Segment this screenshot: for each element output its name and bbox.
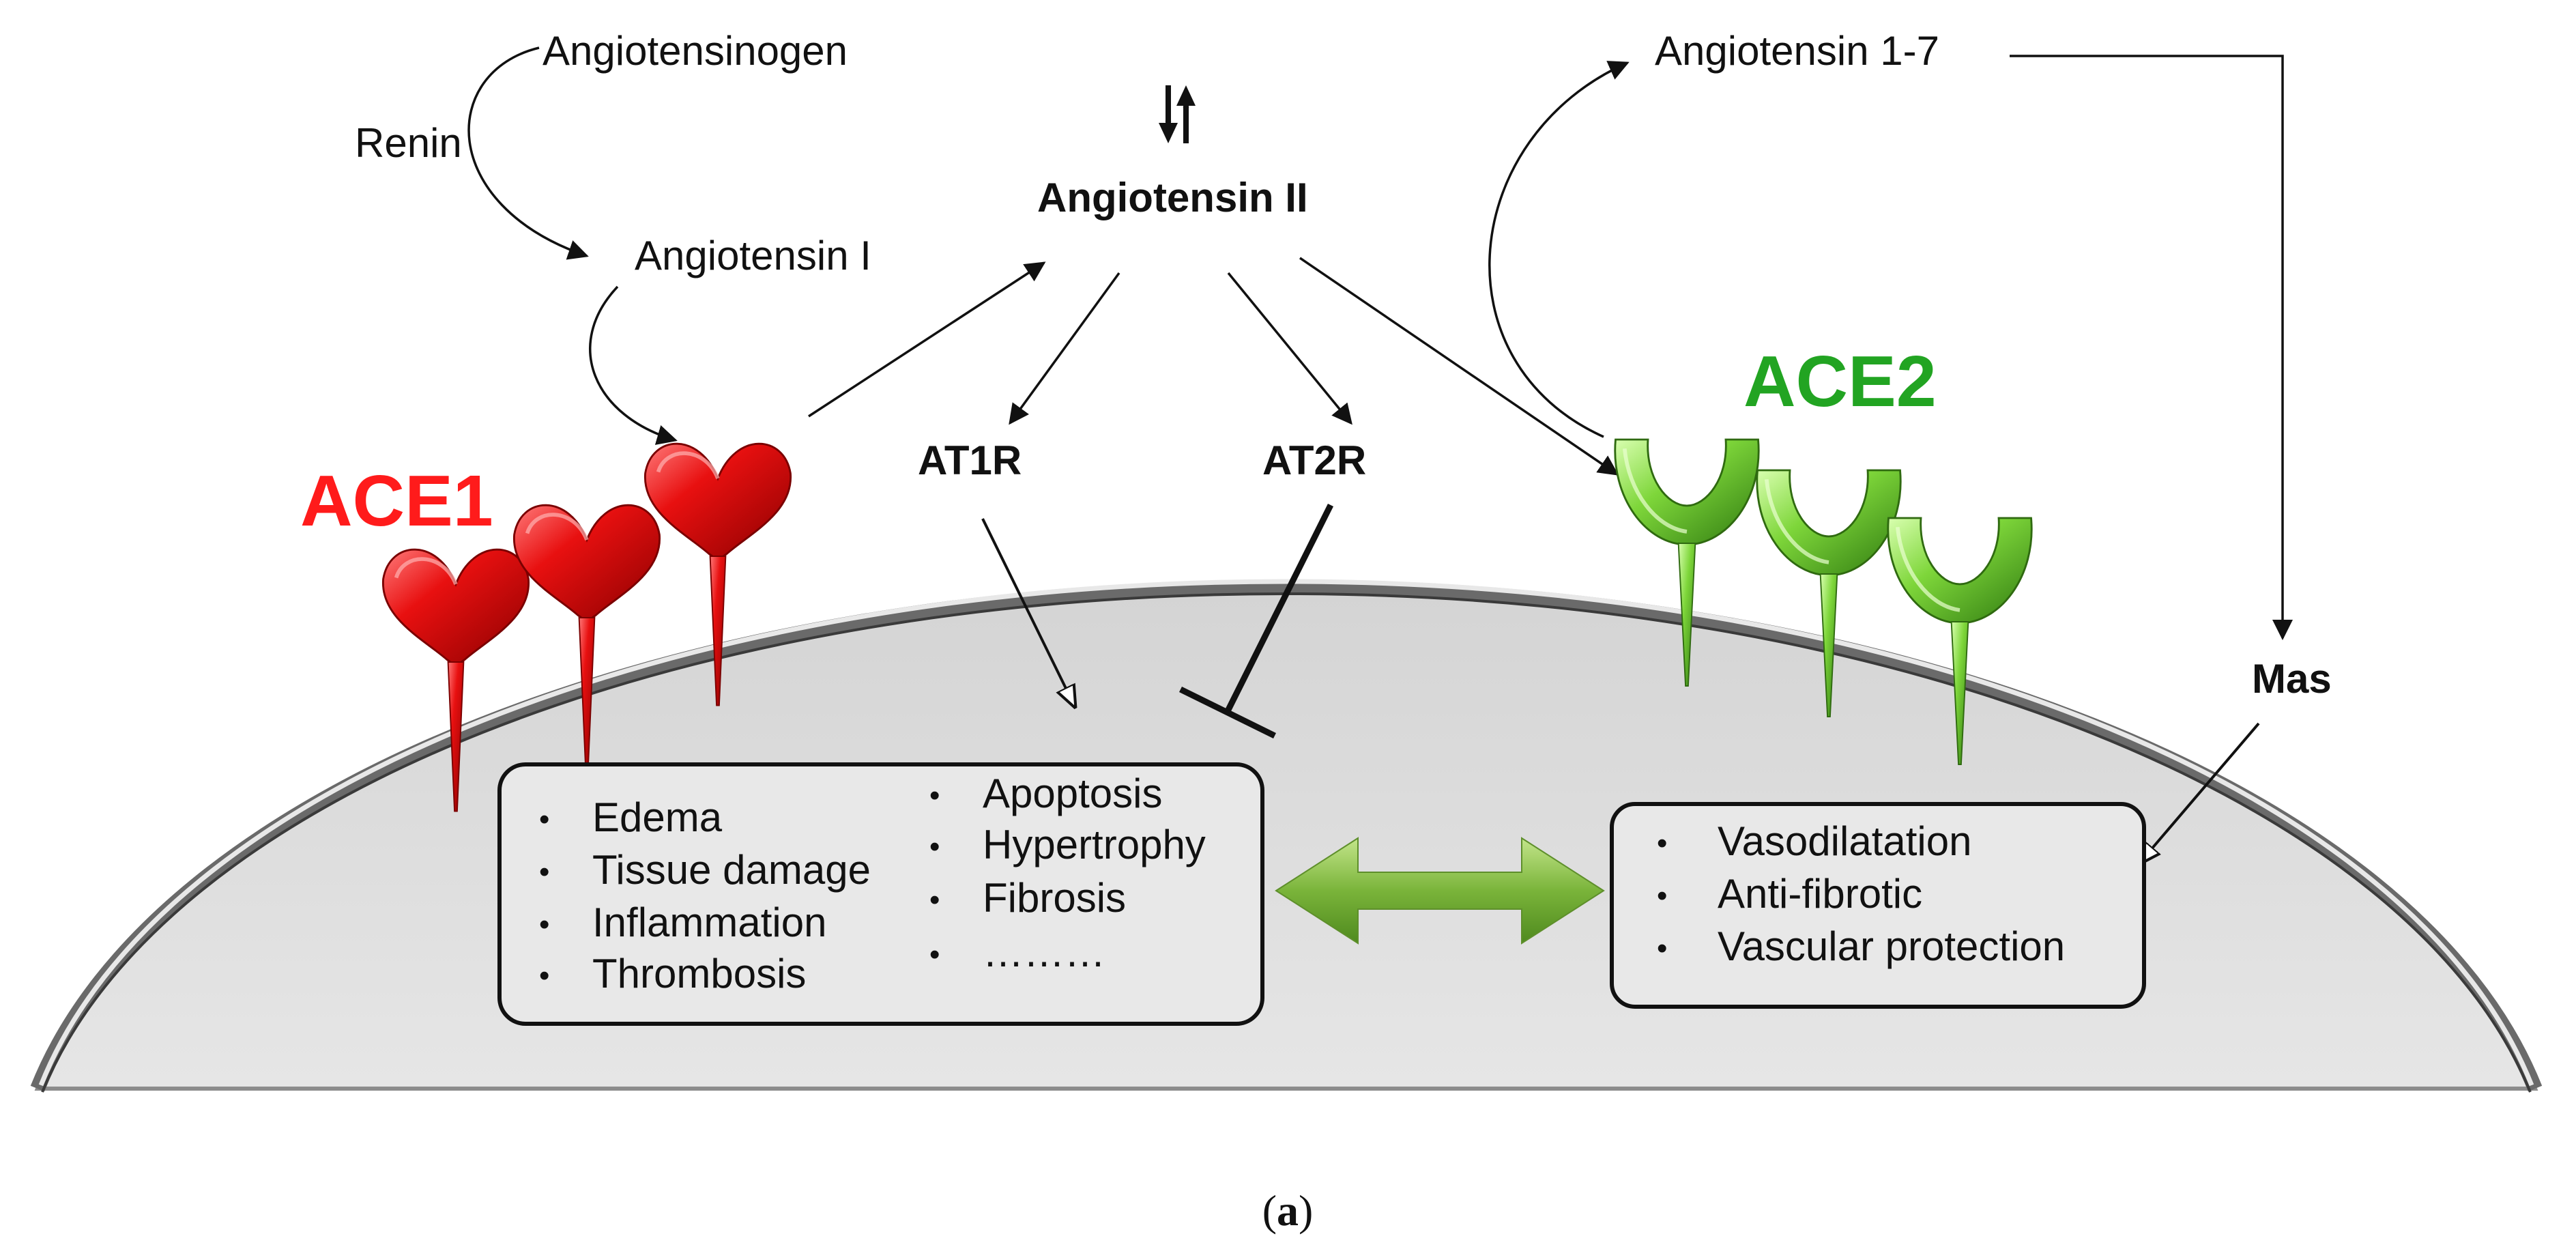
at2r-inhibition [1179, 503, 1334, 739]
svg-text:•: • [929, 779, 940, 812]
arrow-mas-to-effects [2139, 722, 2260, 863]
arrow-angiotensin-2-to-at1r [1009, 272, 1120, 425]
mas-label: Mas [2252, 656, 2332, 702]
effects-left-col1: • Edema • Tissue damage • Inflammation •… [539, 794, 871, 996]
effects-box-right [1610, 802, 2146, 1009]
figure-caption: (a) [1262, 1186, 1314, 1235]
svg-text:•: • [539, 959, 549, 992]
effect-item: ……… [983, 930, 1105, 975]
arrow-angiotensinogen-to-angiotensin-1 [467, 46, 589, 260]
effect-item: Apoptosis [983, 771, 1163, 816]
double-headed-arrow-icon [1275, 837, 1605, 945]
effects-right-list: • Vasodilatation • Anti-fibrotic • Vascu… [1657, 818, 2065, 969]
arrow-angiotensin-1-7-to-mas [2010, 55, 2293, 640]
angiotensin-2-label: Angiotensin II [1037, 175, 1308, 220]
at1r-label: AT1R [918, 437, 1022, 483]
angiotensin-1-label: Angiotensin I [635, 233, 871, 278]
effect-item: Inflammation [592, 900, 826, 945]
effect-item: Edema [592, 794, 723, 840]
arrow-angiotensin-2-to-at2r [1227, 272, 1352, 425]
svg-text:•: • [929, 830, 940, 863]
svg-text:•: • [539, 803, 549, 836]
at2r-label: AT2R [1262, 437, 1366, 483]
effect-item: Thrombosis [592, 951, 806, 996]
ace2-label: ACE2 [1743, 341, 1937, 422]
effect-item: Anti-fibrotic [1718, 871, 1922, 917]
effects-box-left [497, 762, 1264, 1026]
angiotensin-1-7-label: Angiotensin 1-7 [1655, 28, 1939, 74]
ace1-label: ACE1 [300, 461, 493, 541]
up-down-arrows-icon [1159, 85, 1196, 143]
arrow-at1r-to-effects [981, 518, 1075, 706]
arrow-ace2-to-angiotensin-1-7 [1488, 61, 1630, 438]
effect-item: Tissue damage [592, 847, 871, 893]
arrow-angiotensin-1-to-ace1 [589, 285, 678, 445]
svg-text:•: • [539, 855, 549, 889]
svg-text:•: • [929, 883, 940, 917]
arrow-angiotensin-2-to-ace2 [1299, 257, 1619, 476]
effect-item: Hypertrophy [983, 822, 1206, 867]
svg-text:•: • [539, 908, 549, 941]
effects-left-col2: • Apoptosis • Hypertrophy • Fibrosis • …… [929, 771, 1206, 975]
effect-item: Vasodilatation [1718, 818, 1971, 864]
svg-text:•: • [1657, 827, 1667, 860]
angiotensinogen-label: Angiotensinogen [542, 28, 848, 74]
arrow-ace1-to-angiotensin-2 [808, 261, 1046, 418]
effect-item: Fibrosis [983, 875, 1126, 921]
svg-text:•: • [1657, 932, 1667, 965]
renin-label: Renin [355, 120, 462, 166]
svg-text:•: • [1657, 879, 1667, 913]
svg-text:•: • [929, 938, 940, 971]
effect-item: Vascular protection [1718, 923, 2065, 969]
